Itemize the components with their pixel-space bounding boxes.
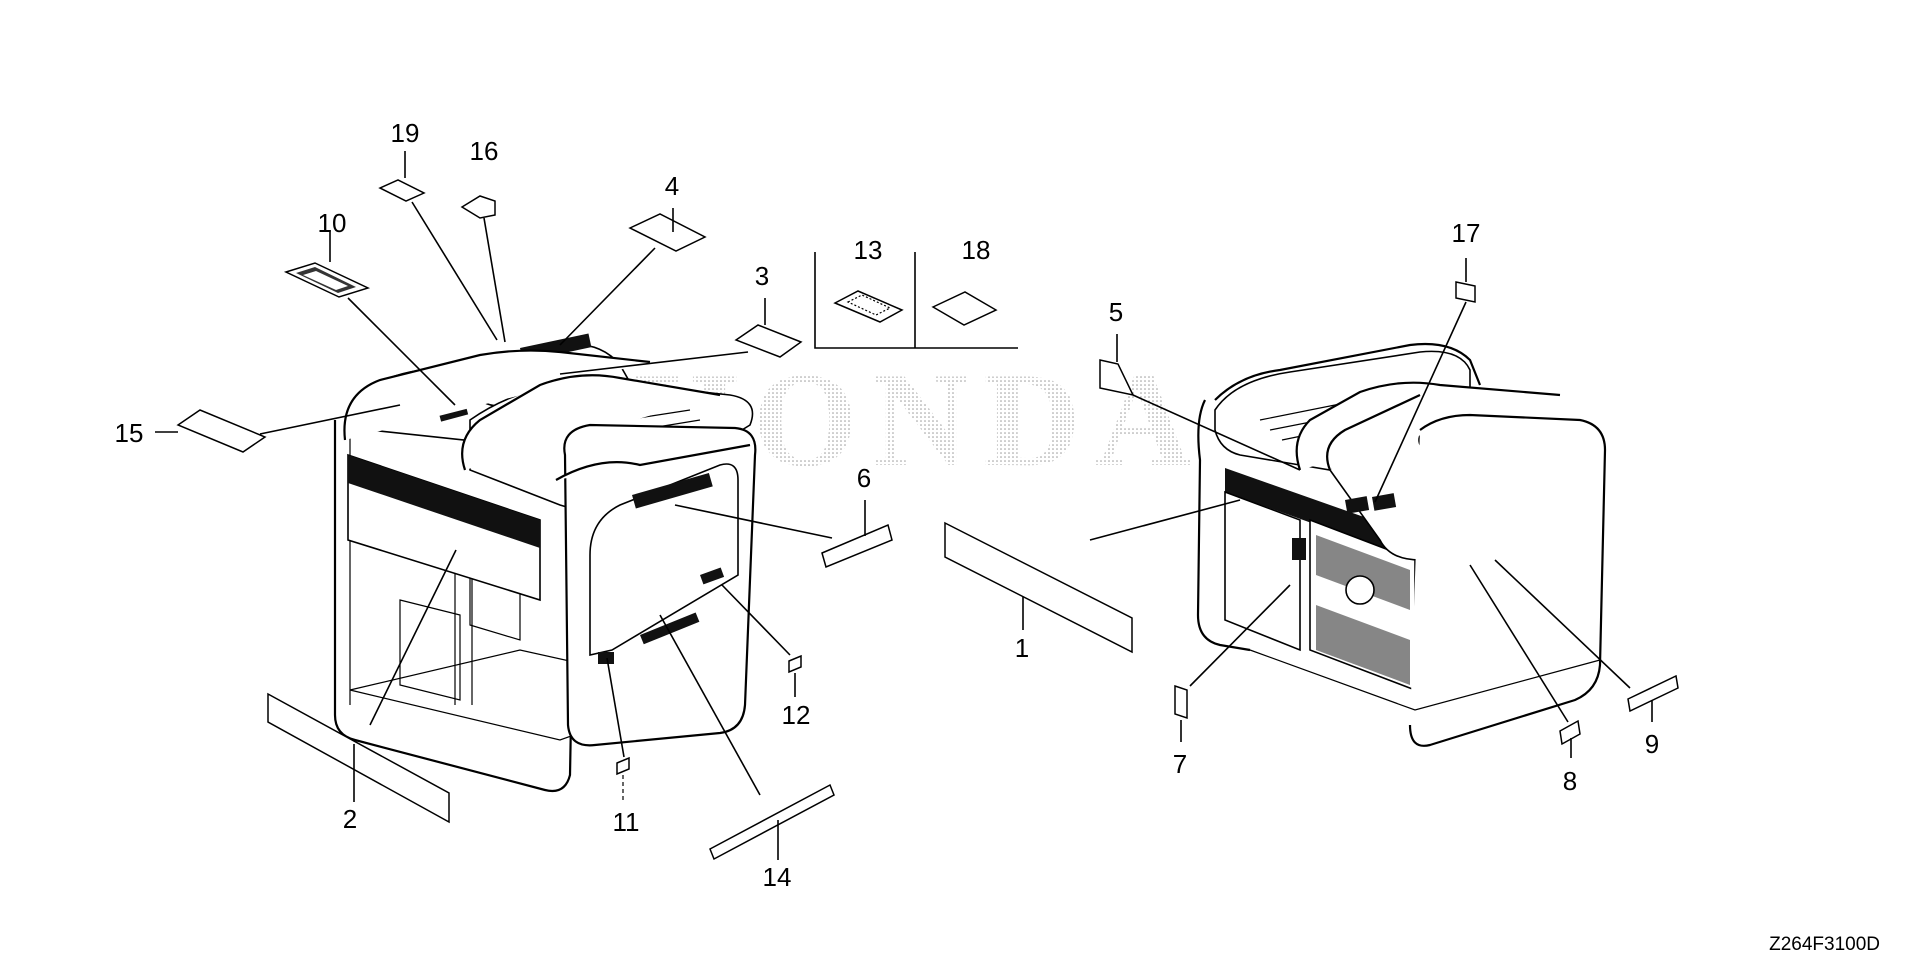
callout-1[interactable]: 1 <box>1015 633 1029 663</box>
callout-11[interactable]: 11 <box>613 807 640 837</box>
callouts: 1 2 3 4 5 6 7 8 9 10 11 12 13 14 15 16 1… <box>115 118 1660 892</box>
callout-14[interactable]: 14 <box>763 862 792 892</box>
callout-10[interactable]: 10 <box>318 208 347 238</box>
callout-3[interactable]: 3 <box>755 261 769 291</box>
callout-17[interactable]: 17 <box>1452 218 1481 248</box>
decal-19 <box>378 179 426 202</box>
decal-2 <box>267 692 450 824</box>
decal-17 <box>1455 281 1476 303</box>
callout-4[interactable]: 4 <box>665 171 679 201</box>
decal-18 <box>931 291 998 326</box>
decal-8 <box>1559 719 1581 746</box>
decal-16 <box>460 195 496 219</box>
decal-13 <box>833 290 904 323</box>
callout-7[interactable]: 7 <box>1173 749 1187 779</box>
callout-16[interactable]: 16 <box>470 136 499 166</box>
callout-8[interactable]: 8 <box>1563 766 1577 796</box>
decal-6 <box>821 523 893 569</box>
decal-3 <box>734 324 803 358</box>
decal-11 <box>616 756 630 776</box>
callout-6[interactable]: 6 <box>857 463 871 493</box>
callout-12[interactable]: 12 <box>782 700 811 730</box>
decal-15 <box>176 409 267 453</box>
decal-7 <box>1174 684 1188 720</box>
accessory-box <box>814 252 1018 349</box>
callout-13[interactable]: 13 <box>854 235 883 265</box>
decal-14 <box>709 783 835 861</box>
decal-4 <box>628 213 707 252</box>
callout-5[interactable]: 5 <box>1109 297 1123 327</box>
generator-right <box>1196 342 1607 747</box>
callout-9[interactable]: 9 <box>1645 729 1659 759</box>
decal-12 <box>788 654 802 674</box>
decal-1 <box>944 521 1133 654</box>
callout-19[interactable]: 19 <box>391 118 420 148</box>
decal-9 <box>1627 674 1679 713</box>
callout-2[interactable]: 2 <box>343 804 357 834</box>
decals <box>155 151 1679 861</box>
generator-left <box>333 333 757 793</box>
callout-15[interactable]: 15 <box>115 418 144 448</box>
diagram-code: Z264F3100D <box>1769 934 1880 955</box>
callout-18[interactable]: 18 <box>962 235 991 265</box>
